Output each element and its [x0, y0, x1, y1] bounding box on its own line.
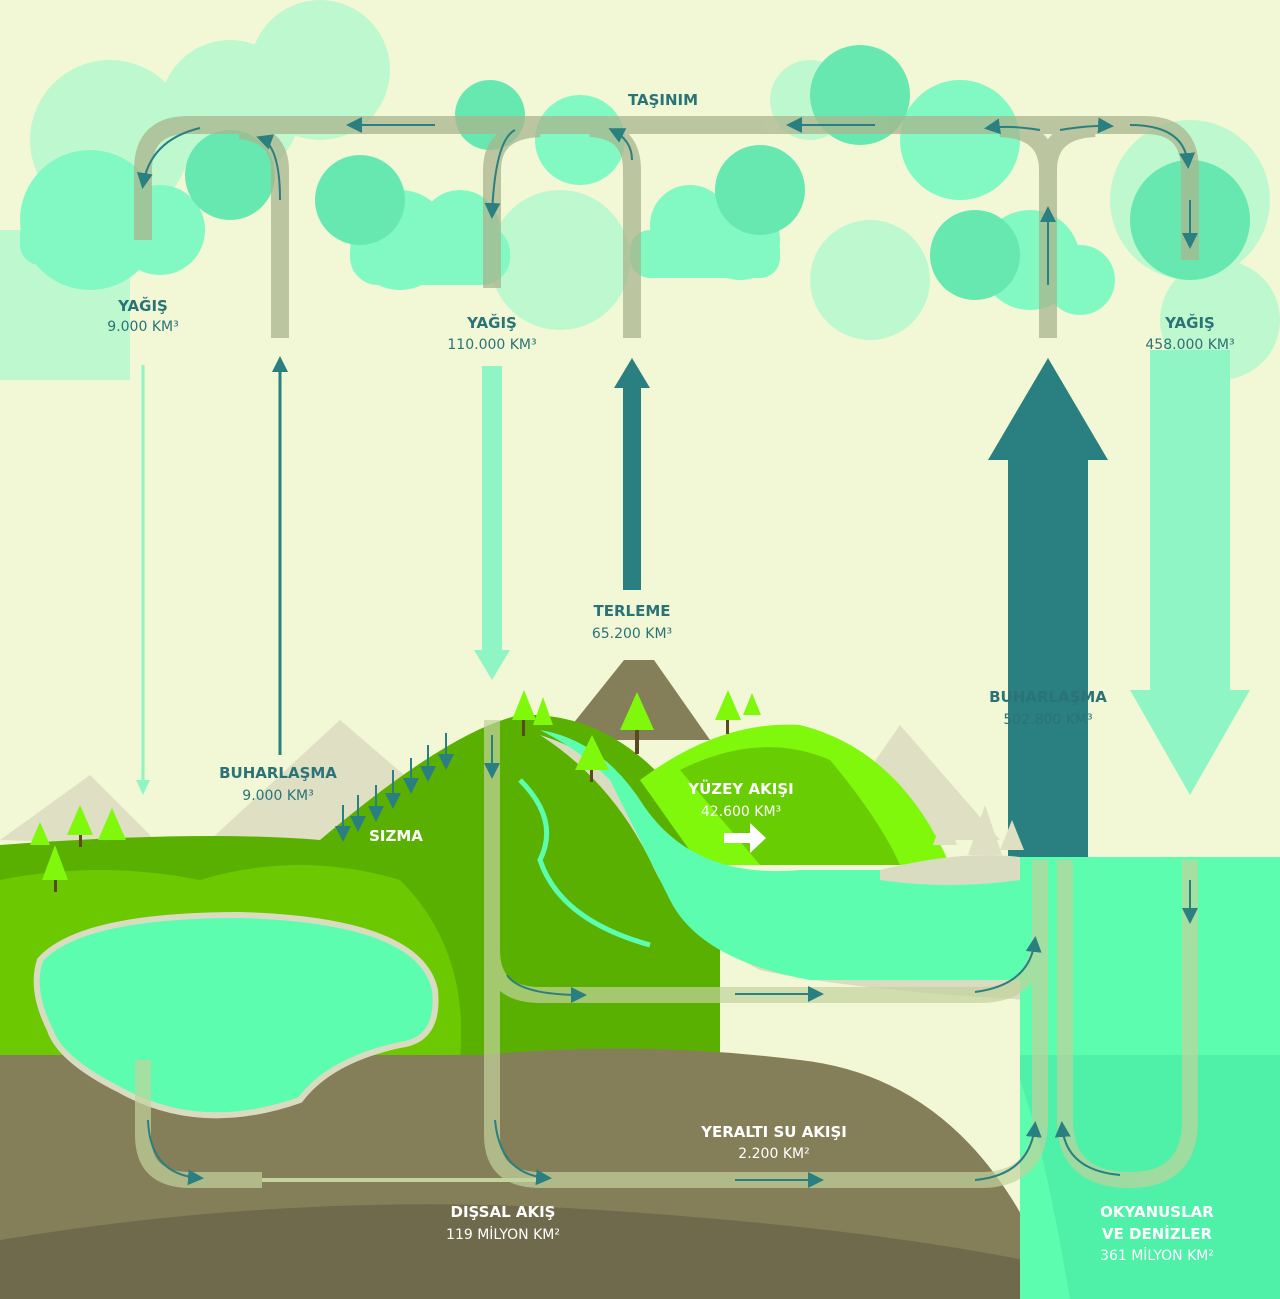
transport-label: TAŞINIM	[628, 91, 698, 109]
runoff-arrow-icon	[724, 823, 766, 853]
mountain-peak	[560, 640, 710, 740]
trees	[30, 690, 1024, 892]
transpiration-title: TERLEME	[593, 602, 670, 620]
ocean-title-line1: OKYANUSLAR	[1100, 1203, 1214, 1221]
groundwater-value: 2.200 KM²	[738, 1146, 809, 1162]
transpiration-value: 65.200 KM³	[592, 626, 672, 642]
transport-pipes	[134, 116, 1199, 338]
labels: YAĞIŞ 9.000 KM³ YAĞIŞ 110.000 KM³ YAĞIŞ …	[107, 296, 1234, 1264]
infiltration-arrows	[335, 733, 454, 842]
groundwater-arrows	[147, 735, 1198, 1188]
surface-runoff-value: 42.600 KM³	[701, 804, 781, 820]
ocean-value: 361 MİLYON KM²	[1100, 1246, 1214, 1264]
evap-ocean-value: 502.800 KM³	[1003, 712, 1092, 728]
clouds	[0, 0, 1280, 380]
precip-mid-title: YAĞIŞ	[466, 313, 517, 332]
flow-arrows	[136, 350, 1250, 860]
precip-right-title: YAĞIŞ	[1164, 313, 1215, 332]
land-value: 119 MİLYON KM²	[446, 1225, 560, 1243]
evap-land-value: 9.000 KM³	[242, 788, 313, 804]
precip-left-title: YAĞIŞ	[117, 296, 168, 315]
precip-mid-value: 110.000 KM³	[447, 337, 536, 353]
precip-left-value: 9.000 KM³	[107, 319, 178, 335]
land-title: DIŞSAL AKIŞ	[451, 1203, 556, 1221]
infiltration-title: SIZMA	[369, 827, 423, 845]
transport-arrows	[136, 117, 1198, 285]
evap-land-title: BUHARLAŞMA	[219, 764, 337, 782]
groundwater-title: YERALTI SU AKIŞI	[700, 1123, 847, 1141]
ocean-title-line2: VE DENİZLER	[1102, 1224, 1213, 1243]
surface-runoff-title: YÜZEY AKIŞI	[687, 779, 793, 798]
precip-right-value: 458.000 KM³	[1145, 337, 1234, 353]
evap-ocean-title: BUHARLAŞMA	[989, 688, 1107, 706]
